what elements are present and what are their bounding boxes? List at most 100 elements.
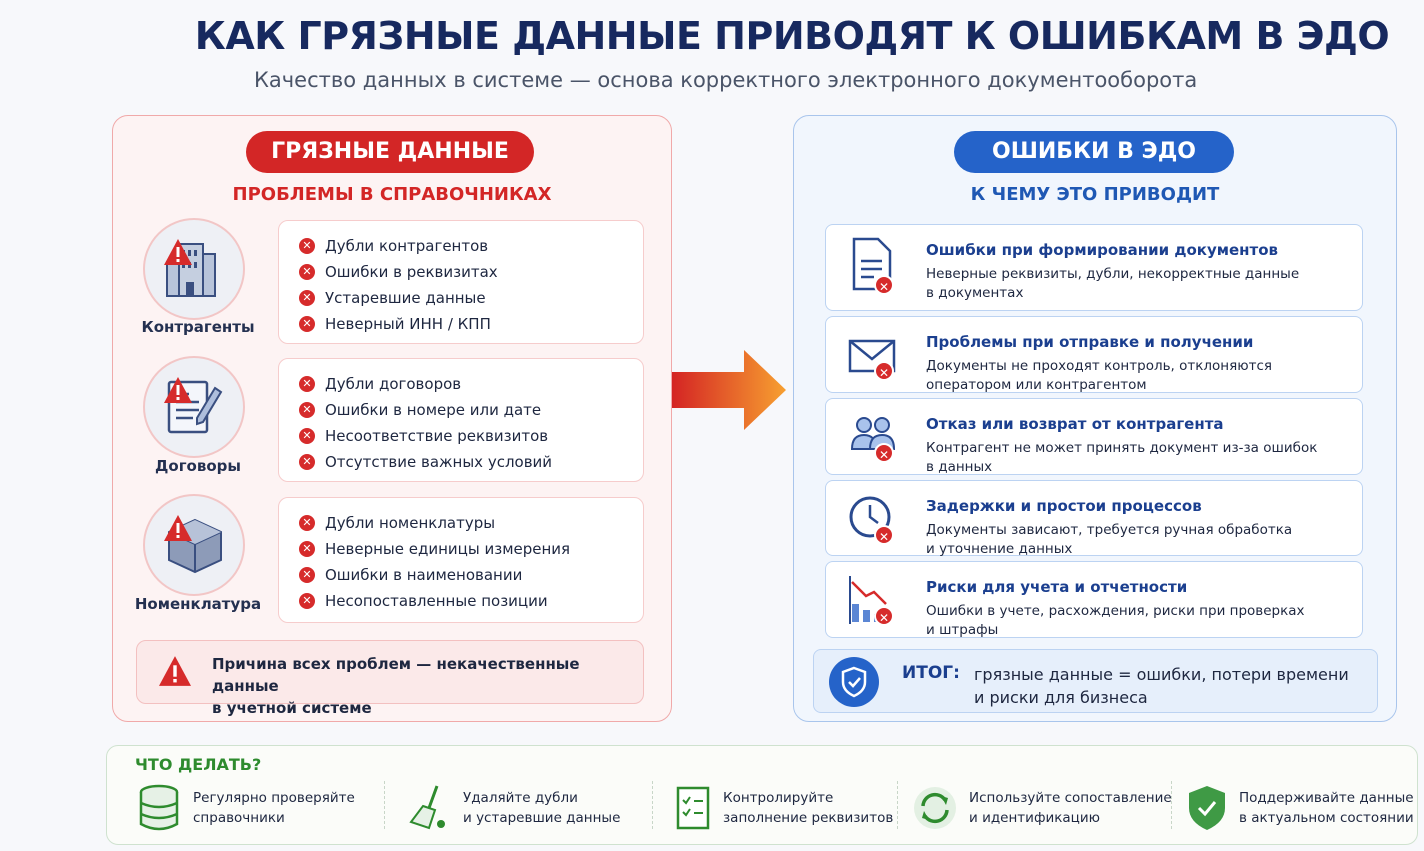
error-icon: ✕ [299, 428, 315, 444]
text: Неверные единицы измерения [325, 540, 571, 558]
warning-icon [164, 239, 192, 265]
error-icon: ✕ [299, 290, 315, 306]
text: в актуальном состоянии [1239, 810, 1414, 826]
database-icon [139, 784, 179, 831]
problem-list: ✕Дубли контрагентов ✕Ошибки в реквизитах… [278, 220, 644, 344]
consequence-card: ✕ Проблемы при отправке и получении Доку… [825, 316, 1363, 393]
consequence-card: ✕ Задержки и простои процессов Документы… [825, 480, 1363, 557]
text: Устаревшие данные [325, 289, 486, 307]
text: справочники [193, 810, 285, 826]
checklist-icon [676, 786, 710, 830]
edo-errors-badge: ОШИБКИ В ЭДО [954, 131, 1234, 173]
problem-list: ✕ Дубли договоров ✕ Ошибки в номере или да… [278, 358, 644, 482]
warning-icon [159, 656, 191, 686]
error-icon: ✕ [299, 541, 315, 557]
arrow-right-icon [672, 350, 786, 430]
error-icon: ✕ [299, 316, 315, 332]
text: в данных [926, 459, 993, 475]
text: Риски для учета и отчетности [926, 578, 1188, 596]
text: Ошибки в учете, расхождения, риски при п… [926, 603, 1305, 619]
text: оператором или контрагентом [926, 377, 1147, 393]
error-icon: ✕ [299, 402, 315, 418]
error-icon: ✕ [874, 525, 894, 545]
error-icon: ✕ [874, 606, 894, 626]
text: Контрагент не может принять документ из-… [926, 440, 1318, 456]
text: Документы не проходят контроль, отклоняю… [926, 358, 1273, 374]
text: Несопоставленные позиции [325, 592, 548, 610]
text: Ошибки при формировании документов [926, 241, 1279, 259]
consequence-card: ✕ Ошибки при формировании документов Нев… [825, 224, 1363, 311]
contract-icon [143, 356, 245, 458]
error-icon: ✕ [874, 361, 894, 381]
list-item: ✕ Ошибки в номере или дате [299, 397, 643, 423]
list-item: ✕ Ошибки в реквизитах [299, 259, 643, 285]
error-icon: ✕ [299, 264, 315, 280]
text: и риски для бизнеса [974, 688, 1148, 707]
list-item: ✕ Устаревшие данные [299, 285, 643, 311]
category-label: Номенклатура [134, 595, 262, 613]
edo-errors-panel: ОШИБКИ В ЭДО К ЧЕМУ ЭТО ПРИВОДИТ ✕ Ошибк… [793, 115, 1397, 722]
cause-line: Причина всех проблем — некачественные да… [212, 655, 580, 695]
text: грязные данные = ошибки, потери времени [974, 665, 1349, 684]
error-icon: ✕ [299, 567, 315, 583]
text: и уточнение данных [926, 541, 1073, 557]
page-title: КАК ГРЯЗНЫЕ ДАННЫЕ ПРИВОДЯТ К ОШИБКАМ В … [194, 14, 1390, 58]
list-item: ✕ Неверные единицы измерения [299, 536, 643, 562]
consequence-card: ✕ Отказ или возврат от контрагента Контр… [825, 398, 1363, 475]
consequences-heading: К ЧЕМУ ЭТО ПРИВОДИТ [970, 184, 1220, 205]
list-item: ✕ Ошибки в наименовании [299, 562, 643, 588]
root-cause-box: Причина всех проблем — некачественные да… [136, 640, 644, 717]
dirty-data-badge: ГРЯЗНЫЕ ДАННЫЕ [246, 131, 534, 173]
box-icon [143, 494, 245, 596]
text: Неверные реквизиты, дубли, некорректные … [926, 266, 1300, 282]
shield-check-icon [1189, 786, 1225, 830]
error-icon: ✕ [299, 593, 315, 609]
text: Неверный ИНН / КПП [325, 315, 491, 333]
problems-heading: ПРОБЛЕМЫ В СПРАВОЧНИКАХ [232, 184, 552, 205]
list-item: ✕ Дубли договоров [299, 371, 643, 397]
what-to-do-heading: ЧТО ДЕЛАТЬ? [135, 755, 262, 774]
text: Дубли контрагентов [325, 237, 489, 255]
text: Поддерживайте данные [1239, 790, 1414, 806]
tip-item: Поддерживайте данные в актуальном состоян… [1187, 782, 1414, 834]
page-subtitle: Качество данных в системе — основа корре… [254, 68, 1198, 92]
broom-icon [409, 785, 445, 830]
consequence-card: ✕ Риски для учета и отчетности Ошибки в … [825, 561, 1363, 638]
text: Задержки и простои процессов [926, 497, 1202, 515]
list-item: ✕Несоответствие реквизитов [299, 423, 643, 449]
list-item: ✕Отсутствие важных условий [299, 449, 643, 475]
text: Дубли договоров [325, 375, 462, 393]
summary-label: ИТОГ: [902, 663, 960, 683]
error-icon: ✕ [874, 275, 894, 295]
error-icon: ✕ [299, 515, 315, 531]
tip-item: Регулярно проверяйте справочники [137, 782, 355, 834]
category-label: Контрагенты [141, 318, 255, 336]
text: Проблемы при отправке и получении [926, 333, 1254, 351]
list-item: ✕ Дубли номенклатуры [299, 510, 643, 536]
text: Ошибки в наименовании [325, 566, 523, 584]
warning-icon [164, 515, 192, 541]
category-label: Договоры [155, 457, 241, 475]
error-icon: ✕ [299, 454, 315, 470]
text: и идентификацию [969, 810, 1101, 826]
text: Ошибки в реквизитах [325, 263, 498, 281]
buildings-icon [143, 218, 245, 320]
text: Документы зависают, требуется ручная обр… [926, 522, 1293, 538]
text: и штрафы [926, 622, 999, 638]
text: Дубли номенклатуры [325, 514, 496, 532]
dirty-data-panel: ГРЯЗНЫЕ ДАННЫЕ ПРОБЛЕМЫ В СПРАВОЧНИКАХ К… [112, 115, 672, 722]
shield-check-icon [829, 657, 879, 707]
error-icon: ✕ [299, 376, 315, 392]
sync-icon [914, 787, 956, 829]
summary-box: ИТОГ: грязные данные = ошибки, потери вр… [813, 649, 1378, 713]
list-item: ✕Дубли контрагентов [299, 233, 643, 259]
text: Ошибки в номере или дате [325, 401, 542, 419]
text: Контролируйте [723, 790, 834, 806]
text: Отказ или возврат от контрагента [926, 415, 1224, 433]
what-to-do-panel: ЧТО ДЕЛАТЬ? Регулярно проверяйте справочн… [106, 745, 1418, 845]
text: Регулярно проверяйте [193, 790, 355, 806]
list-item: ✕ Несопоставленные позиции [299, 588, 643, 614]
